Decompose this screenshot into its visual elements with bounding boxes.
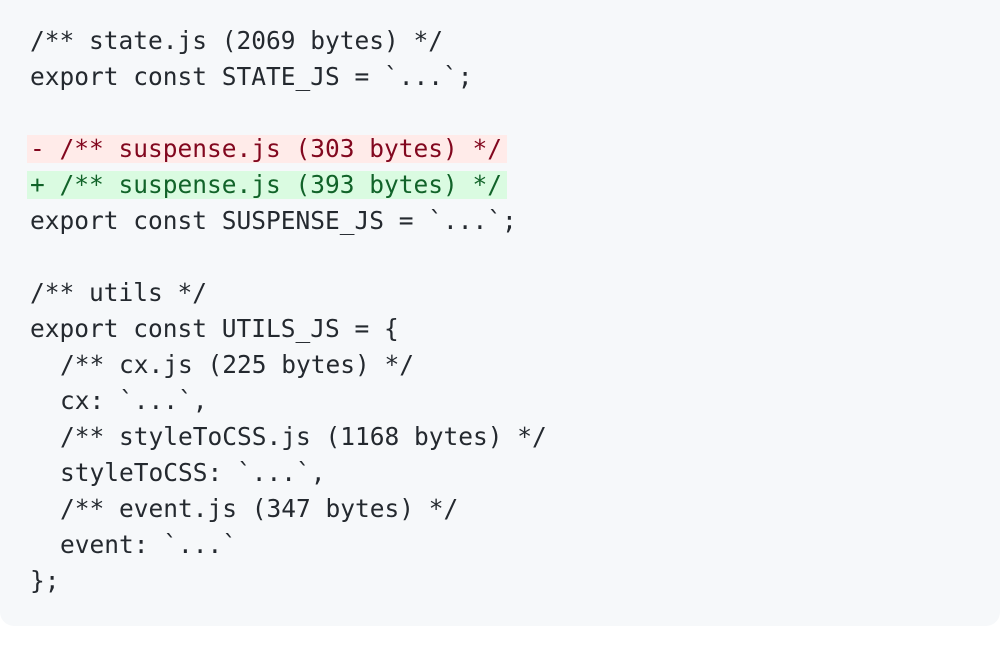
code-line-text: };	[30, 566, 60, 595]
code-line-blank	[0, 239, 1000, 275]
diff-removed-line: - /** suspense.js (303 bytes) */	[0, 131, 1000, 167]
code-line-text: /** cx.js (225 bytes) */	[60, 350, 415, 379]
code-line: /** styleToCSS.js (1168 bytes) */	[0, 419, 1000, 455]
code-line: cx: `...`,	[0, 383, 1000, 419]
code-line-text: + /** suspense.js (393 bytes) */	[30, 170, 503, 199]
code-line-text: export const STATE_JS = `...`;	[30, 62, 473, 91]
code-line: /** utils */	[0, 275, 1000, 311]
code-line-text: /** styleToCSS.js (1168 bytes) */	[60, 422, 547, 451]
code-line: export const UTILS_JS = {	[0, 311, 1000, 347]
code-line-text: /** utils */	[30, 278, 208, 307]
code-line: export const STATE_JS = `...`;	[0, 59, 1000, 95]
code-line-text: event: `...`	[60, 530, 238, 559]
code-line-text: export const UTILS_JS = {	[30, 314, 399, 343]
code-line: export const SUSPENSE_JS = `...`;	[0, 203, 1000, 239]
code-line: /** state.js (2069 bytes) */	[0, 23, 1000, 59]
code-line-text: cx: `...`,	[60, 386, 208, 415]
code-line: event: `...`	[0, 527, 1000, 563]
code-line: };	[0, 563, 1000, 599]
code-line: styleToCSS: `...`,	[0, 455, 1000, 491]
diff-added-highlight	[27, 171, 507, 199]
code-line-text: export const SUSPENSE_JS = `...`;	[30, 206, 517, 235]
code-line-text: /** event.js (347 bytes) */	[60, 494, 459, 523]
code-line-blank	[0, 95, 1000, 131]
code-block: /** state.js (2069 bytes) */ export cons…	[0, 23, 1000, 599]
code-line: /** event.js (347 bytes) */	[0, 491, 1000, 527]
code-line: /** cx.js (225 bytes) */	[0, 347, 1000, 383]
code-line-text: /** state.js (2069 bytes) */	[30, 26, 444, 55]
diff-removed-highlight	[27, 135, 507, 163]
diff-added-line: + /** suspense.js (393 bytes) */	[0, 167, 1000, 203]
code-line-text: - /** suspense.js (303 bytes) */	[30, 134, 503, 163]
code-line-text: styleToCSS: `...`,	[60, 458, 326, 487]
